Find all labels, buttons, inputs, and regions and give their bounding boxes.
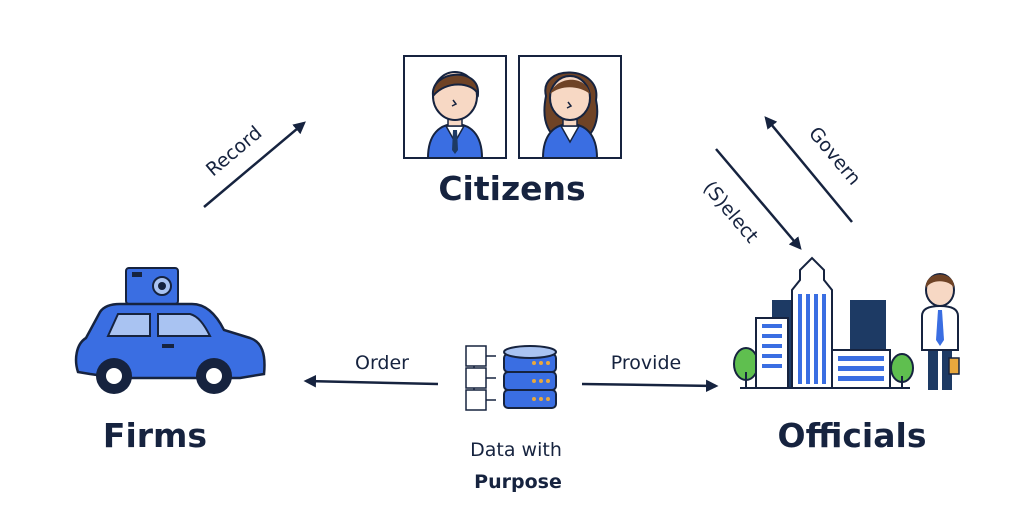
firms-node: Firms	[74, 267, 266, 455]
order-arrow	[303, 374, 439, 388]
documents-icon	[465, 345, 496, 411]
edge-provide: Provide	[581, 352, 719, 393]
citizens-node: Citizens	[403, 55, 622, 208]
edge-govern: Govern	[764, 116, 865, 223]
select-label: (S)elect	[699, 177, 763, 247]
official-person-icon	[921, 273, 960, 390]
database-icon	[503, 345, 557, 409]
city-buildings-icon	[733, 256, 914, 389]
govern-arrow	[764, 116, 853, 223]
edge-select: (S)elect	[699, 148, 802, 250]
edge-order: Order	[303, 352, 439, 388]
citizen-man-icon	[403, 55, 507, 159]
record-label: Record	[202, 122, 266, 181]
govern-label: Govern	[804, 123, 865, 190]
officials-node: Officials	[733, 256, 960, 455]
provide-label: Provide	[611, 352, 681, 374]
data-with-label: Data with	[470, 439, 562, 461]
citizens-label: Citizens	[438, 169, 585, 208]
citizen-woman-icon	[518, 55, 622, 159]
data-hub: Data with Purpose	[465, 345, 562, 493]
select-arrow	[715, 148, 802, 250]
car-with-camera-icon	[74, 267, 266, 394]
provide-arrow	[581, 379, 719, 393]
edge-record: Record	[202, 121, 306, 208]
order-label: Order	[355, 352, 409, 374]
record-arrow	[203, 121, 306, 208]
purpose-label: Purpose	[474, 471, 562, 493]
officials-label: Officials	[778, 416, 927, 455]
firms-label: Firms	[103, 416, 207, 455]
